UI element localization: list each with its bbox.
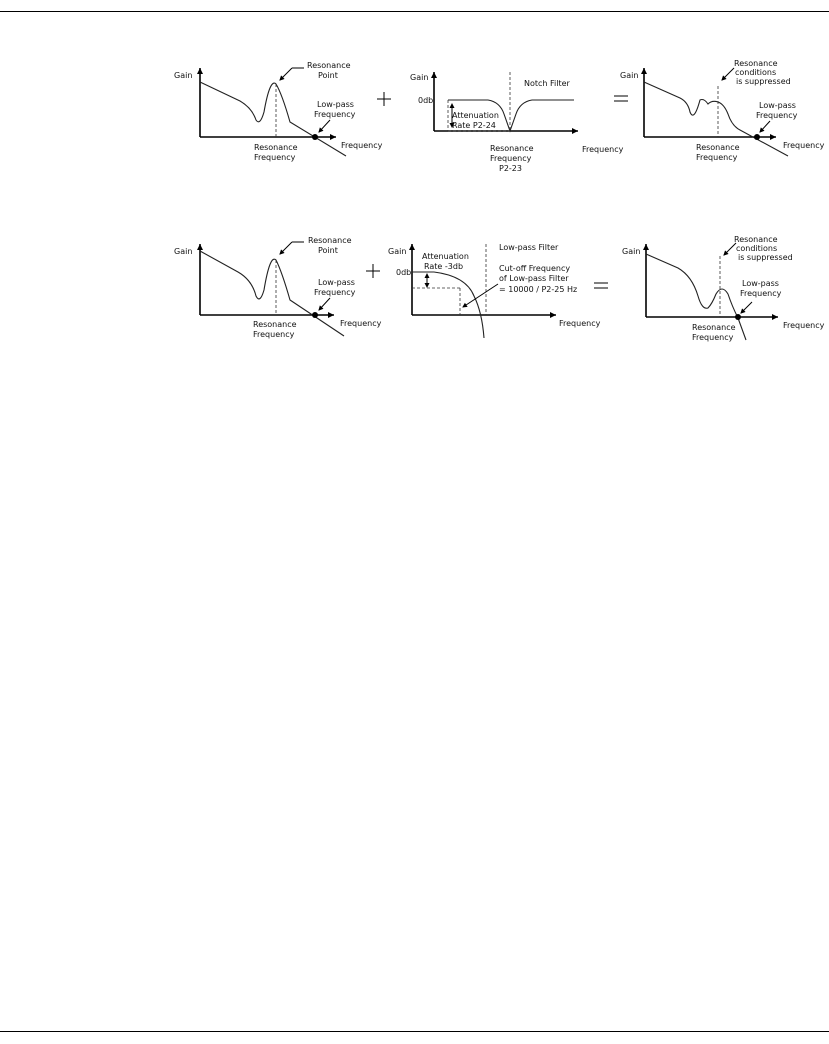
cutoff-arrow [462, 283, 499, 308]
notch-filter-title: Notch Filter [524, 79, 571, 88]
resonance-point-label: Point [318, 246, 338, 255]
row1-result-graph: Gain Resonance conditions is suppressed … [620, 59, 825, 162]
lowpass-filter-title: Low-pass Filter [499, 243, 559, 252]
lowpass-label: Frequency [740, 289, 782, 298]
row2-lowpass-filter-graph: Gain 0db Attenuation Rate -3db Low-pass … [388, 243, 601, 339]
resonance-frequency-label: Frequency [692, 333, 734, 342]
gain-label: Gain [174, 71, 192, 80]
zero-db-label: 0db [396, 268, 411, 277]
attenuation-label: Rate P2-24 [452, 121, 496, 130]
suppression-label: conditions [735, 68, 776, 77]
x-axis-label: Frequency [783, 321, 825, 330]
row2-resonance-graph: Gain Resonance Point Low-pass Frequency … [174, 236, 382, 339]
suppression-label: Resonance [734, 235, 778, 244]
gain-label: Gain [410, 73, 428, 82]
lowpass-label: Frequency [314, 288, 356, 297]
lowpass-label: Low-pass [317, 100, 354, 109]
lowpass-point [312, 134, 318, 140]
x-axis-label: Frequency [341, 141, 383, 150]
suppression-label: is suppressed [738, 253, 793, 262]
lowpass-point [735, 314, 741, 320]
resonance-frequency-label: Frequency [253, 330, 295, 339]
resonance-frequency-label: Resonance [254, 143, 298, 152]
plus-operator [366, 264, 380, 278]
response-curve [199, 250, 345, 337]
resonance-frequency-label: Resonance [696, 143, 740, 152]
cutoff-label: Cut-off Frequency [499, 264, 570, 273]
x-axis-label: Frequency [559, 319, 601, 328]
resonance-point-arrow [279, 67, 293, 81]
x-axis-label: Frequency [582, 145, 624, 154]
lowpass-point [312, 312, 318, 318]
suppression-arrow [723, 242, 737, 256]
lowpass-label: Frequency [756, 111, 798, 120]
lowpass-arrow [318, 297, 331, 311]
resonance-frequency-label: Resonance [253, 320, 297, 329]
suppression-label: is suppressed [736, 77, 791, 86]
row2-result-graph: Gain Resonance conditions is suppressed … [622, 235, 825, 342]
zero-db-label: 0db [418, 96, 433, 105]
suppression-arrow [721, 67, 735, 81]
resonance-frequency-label: Resonance [692, 323, 736, 332]
lowpass-arrow [740, 301, 753, 314]
lowpass-label: Low-pass [318, 278, 355, 287]
cutoff-label: of Low-pass Filter [499, 274, 569, 283]
footer-rule [0, 1031, 829, 1032]
lowpass-arrow [759, 120, 771, 133]
lowpass-curve [412, 271, 485, 339]
row1-resonance-graph: Gain Resonance Point Low-pass Frequency … [174, 61, 383, 162]
parameter-label: P2-23 [499, 164, 522, 173]
attenuation-label: Rate -3db [424, 262, 463, 271]
resonance-point-label: Point [318, 71, 338, 80]
suppressed-curve [645, 253, 747, 341]
x-axis-label: Frequency [783, 141, 825, 150]
gain-label: Gain [620, 71, 638, 80]
resonance-frequency-label: Frequency [490, 154, 532, 163]
attenuation-label: Attenuation [422, 252, 469, 261]
plus-operator [377, 92, 391, 106]
lowpass-label: Frequency [314, 110, 356, 119]
lowpass-label: Low-pass [742, 279, 779, 288]
equals-operator [594, 282, 608, 289]
lowpass-arrow [318, 119, 331, 133]
equals-operator [614, 95, 628, 102]
header-rule [0, 11, 829, 12]
suppression-label: conditions [736, 244, 777, 253]
gain-label: Gain [622, 247, 640, 256]
x-axis-label: Frequency [340, 319, 382, 328]
resonance-frequency-label: Frequency [696, 153, 738, 162]
resonance-frequency-label: Frequency [254, 153, 296, 162]
cutoff-label: = 10000 / P2-25 Hz [499, 285, 577, 294]
row1-notch-filter-graph: Gain 0db Notch Filter Attenuation Rate P… [410, 72, 624, 173]
resonance-point-label: Resonance [308, 236, 352, 245]
lowpass-point [754, 134, 760, 140]
attenuation-label: Attenuation [452, 111, 499, 120]
lowpass-label: Low-pass [759, 101, 796, 110]
response-curve [199, 81, 347, 157]
gain-label: Gain [388, 247, 406, 256]
resonance-point-label: Resonance [307, 61, 351, 70]
suppression-label: Resonance [734, 59, 778, 68]
gain-label: Gain [174, 247, 192, 256]
resonance-point-arrow [279, 241, 293, 255]
resonance-frequency-label: Resonance [490, 144, 534, 153]
suppressed-curve [643, 81, 789, 157]
